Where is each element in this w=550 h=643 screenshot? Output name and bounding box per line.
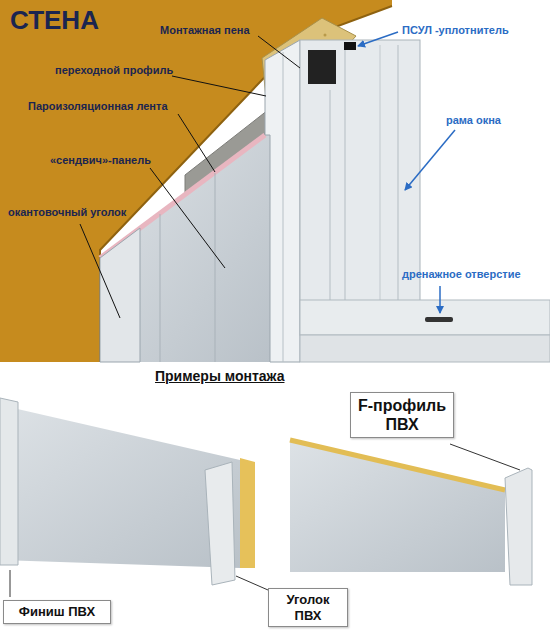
profile-line (283, 52, 284, 362)
wall-title: СТЕНА (10, 6, 99, 36)
leader-lines (80, 36, 300, 318)
panel-core (290, 440, 505, 490)
leader-lines (10, 444, 520, 597)
callout-box: Уголок ПВХ (268, 588, 348, 627)
part-label: окантовочный уголок (8, 206, 126, 219)
part-label: дренажное отверстие (402, 268, 521, 281)
sandwich-panel (100, 135, 270, 362)
callout-box: F-профиль ПВХ (350, 392, 454, 438)
part-label: «сендвич»-панель (50, 154, 151, 167)
frame-sill (300, 300, 550, 335)
frame-line (398, 45, 399, 300)
part-label: ПСУЛ -уплотнитель (402, 24, 509, 37)
profile-chamber (308, 50, 336, 84)
corner-profile (205, 462, 235, 585)
panel-seam (160, 214, 161, 362)
transition-profile (265, 40, 300, 362)
seal (344, 42, 356, 50)
panel-face (100, 135, 270, 362)
frame-line (345, 45, 346, 335)
part-label: Монтажная пена (160, 24, 250, 37)
f-profile (505, 468, 532, 585)
panel (0, 405, 240, 568)
edging-corner (100, 228, 140, 362)
frame-line (380, 45, 381, 300)
profile-body (265, 40, 300, 362)
photo-right (290, 440, 532, 585)
callout-box: Финиш ПВХ (3, 600, 111, 624)
frame-body (300, 40, 420, 335)
window-frame (300, 40, 550, 362)
frame-line (330, 90, 331, 335)
part-label: рама окна (446, 114, 501, 127)
drainage-hole (425, 317, 453, 322)
box-label: F-профиль ПВХ (357, 396, 447, 434)
section-heading: Примеры монтажа (155, 368, 284, 384)
box-label: Финиш ПВХ (10, 604, 104, 620)
box-label: Уголок ПВХ (275, 592, 341, 623)
panel (290, 440, 505, 572)
panel-core (240, 458, 255, 568)
panel-seam (215, 173, 216, 362)
sill (300, 335, 550, 362)
photo-left (0, 398, 255, 585)
part-label: Пароизоляционная лента (28, 100, 168, 113)
finish-profile (0, 398, 18, 565)
part-label: переходной профиль (55, 64, 173, 77)
